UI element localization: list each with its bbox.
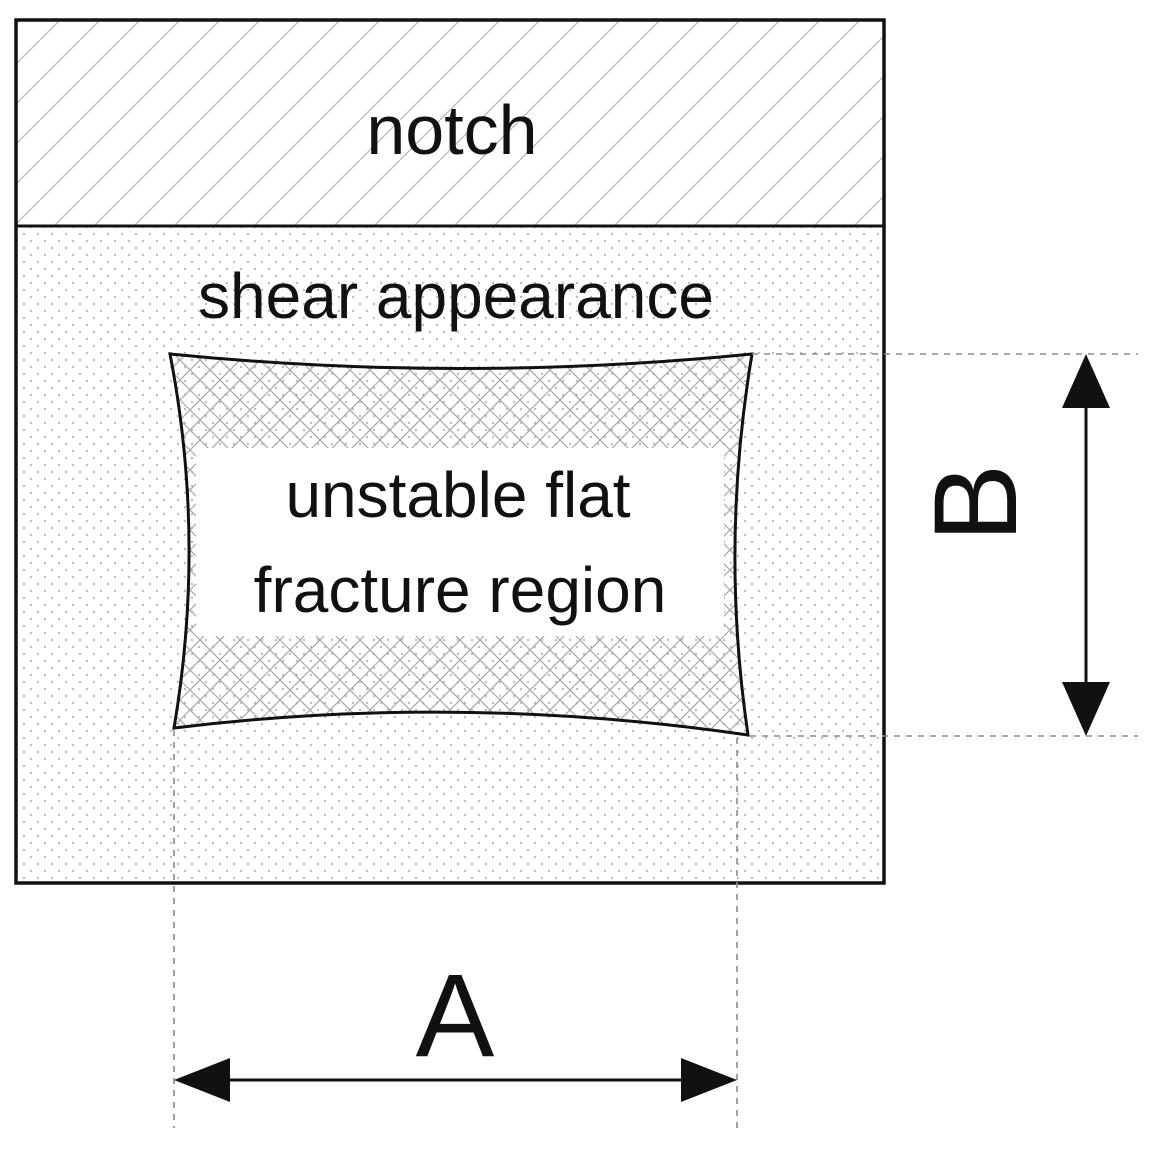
flat-fracture-label-backing	[196, 448, 724, 636]
specimen-outline	[14, 18, 886, 885]
notch-region	[16, 20, 884, 226]
flat-fracture-label-line1: unstable flat	[285, 459, 630, 531]
notch-label: notch	[366, 91, 537, 169]
dim-a-arrow	[174, 1058, 737, 1102]
flat-fracture-label-line2: fracture region	[254, 554, 667, 626]
dim-b-arrow	[1062, 354, 1110, 736]
dimension-a-label: A	[416, 950, 495, 1082]
dimension-b-label: B	[910, 464, 1042, 543]
shear-appearance-label: shear appearance	[198, 260, 714, 332]
